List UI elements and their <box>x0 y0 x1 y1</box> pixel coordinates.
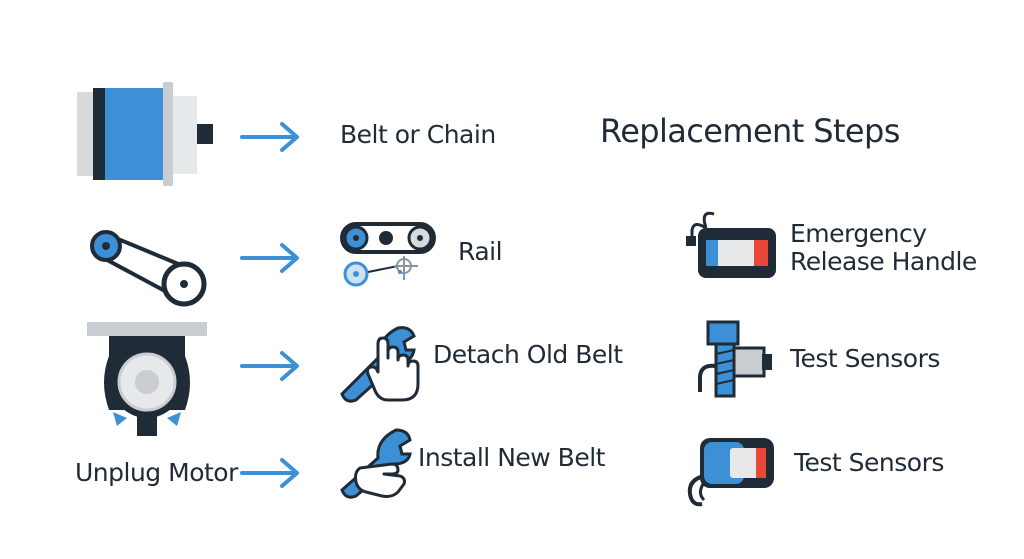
arrow-right-icon <box>240 243 299 273</box>
chain-drive-icon <box>340 222 436 287</box>
page-title: Replacement Steps <box>600 112 900 150</box>
motor-icon <box>77 82 213 186</box>
step-label-release-handle: Release Handle <box>790 246 977 276</box>
arrow-right-icon <box>240 122 299 152</box>
motor-unit-icon <box>87 322 207 436</box>
step-label-rail: Rail <box>458 237 503 266</box>
wrench-hand-icon <box>340 326 420 403</box>
step-label-install-new-belt: Install New Belt <box>418 443 605 472</box>
step-label-detach-old-belt: Detach Old Belt <box>433 340 623 369</box>
step-label-test-sensors-1: Test Sensors <box>790 344 940 373</box>
belt-pulley-icon <box>90 230 207 307</box>
arrow-right-icon <box>240 351 299 381</box>
wrench-grip-icon <box>340 428 412 499</box>
step-label-emergency: Emergency <box>790 219 927 248</box>
step-label-emergency-release-handle: Emergency Release Handle <box>790 220 977 275</box>
step-label-unplug-motor: Unplug Motor <box>75 458 238 487</box>
step-label-belt-or-chain: Belt or Chain <box>340 120 496 149</box>
arrow-right-icon <box>240 458 299 488</box>
step-label-test-sensors-2: Test Sensors <box>794 448 944 477</box>
sensor-bolt-icon <box>698 320 772 398</box>
sensor-plug-icon <box>687 438 774 507</box>
release-handle-icon <box>686 211 776 278</box>
